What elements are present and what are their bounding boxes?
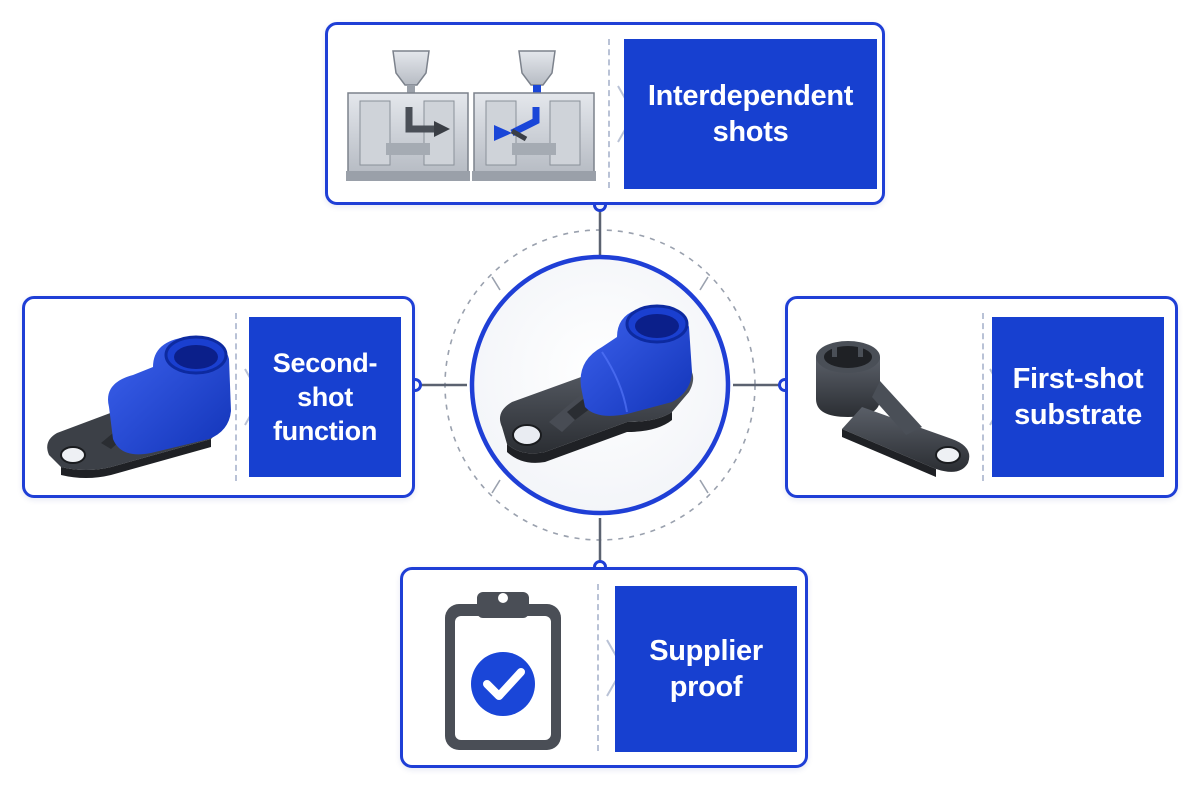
two-shot-mold-icon <box>346 50 596 181</box>
ring-ticks <box>491 276 709 494</box>
label-supplier-proof: Supplier proof <box>615 586 797 752</box>
label-line-1: Second-shot <box>272 348 378 412</box>
label-line-1: Supplier <box>649 635 763 667</box>
label-line-2: shots <box>712 116 789 148</box>
label-interdependent-shots: Interdependent shots <box>624 39 877 189</box>
card-interdependent-shots: Interdependent shots <box>325 22 885 205</box>
label-second-shot-function: Second-shot function <box>249 317 401 477</box>
overmolded-part-icon <box>47 335 231 478</box>
card-second-shot-function: Second-shot function <box>22 296 415 498</box>
label-first-shot-substrate: First-shot substrate <box>992 317 1164 477</box>
label-line-2: proof <box>669 671 743 703</box>
label-line-2: substrate <box>1014 399 1142 431</box>
clipboard-check-icon <box>445 592 561 750</box>
center-hub <box>469 254 731 516</box>
label-line-1: First-shot <box>1012 363 1144 395</box>
card-supplier-proof: Supplier proof <box>400 567 808 768</box>
card-first-shot-substrate: First-shot substrate <box>785 296 1178 498</box>
label-line-1: Interdependent <box>647 80 854 112</box>
substrate-part-icon <box>816 341 970 477</box>
finished-two-shot-part-icon <box>499 304 694 463</box>
label-line-2: function <box>272 416 378 446</box>
